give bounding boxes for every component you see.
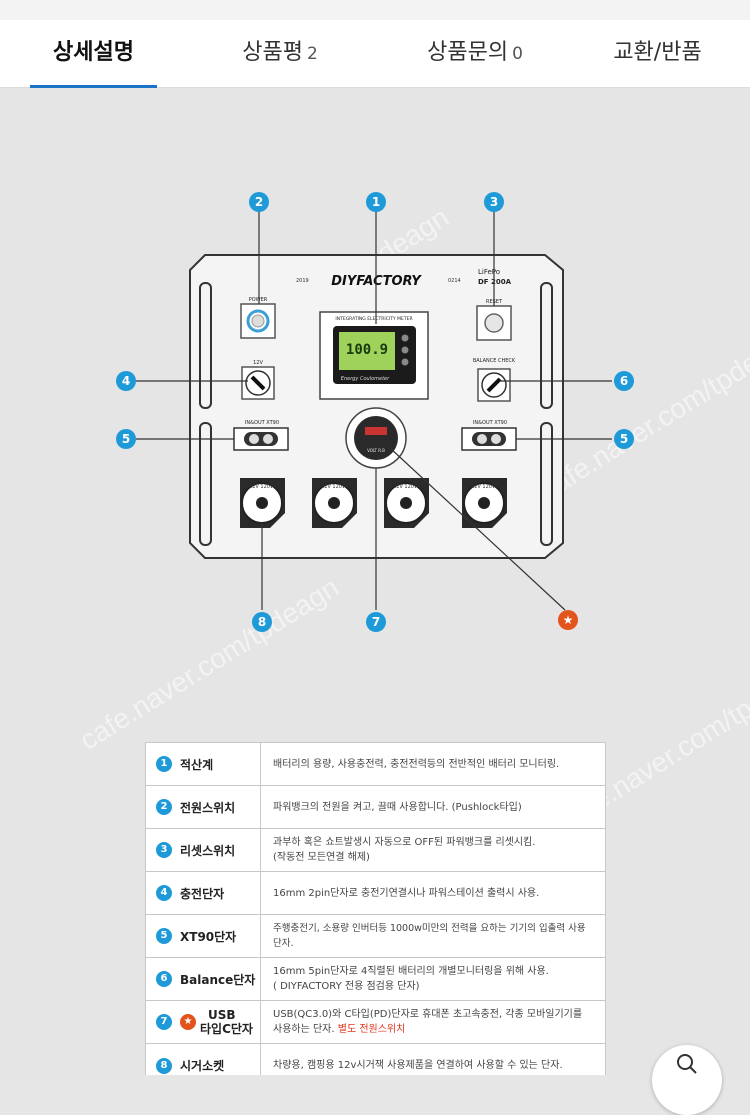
- row-desc: 과부하 혹은 쇼트발생시 자동으로 OFF된 파워뱅크를 리셋시킴.: [273, 837, 536, 848]
- product-detail-content: cafe.naver.com/tpdeagn cafe.naver.com/tp…: [0, 88, 750, 1075]
- row-number: 7: [156, 1014, 172, 1030]
- reviews-count: 2: [306, 44, 318, 64]
- socket-3: 12V 120W: [384, 478, 429, 528]
- socket-2: 12V 120W: [312, 478, 357, 528]
- active-tab-indicator: [30, 85, 157, 88]
- callout-7: 7: [366, 612, 386, 632]
- callout-4: 4: [116, 371, 136, 391]
- balance-label: BALANCE CHECK: [473, 358, 516, 364]
- callout-3: 3: [484, 192, 504, 212]
- tab-exchange-label: 교환/반품: [613, 40, 702, 65]
- power-label: POWER: [249, 297, 268, 303]
- row-desc-note: 사용하는 단자.: [273, 1024, 335, 1035]
- svg-text:12V 120W: 12V 120W: [249, 484, 275, 490]
- meter-brand: Energy Coulometer: [341, 376, 390, 382]
- brand-logo: DIYFACTORY: [331, 274, 422, 289]
- row-name: 충전단자: [180, 886, 225, 901]
- socket-4: 12V 120W: [462, 478, 507, 528]
- row-desc: USB(QC3.0)와 C타입(PD)단자로 휴대폰 초고속충전, 각종 모바일…: [273, 1009, 583, 1020]
- table-row: 8 시거소켓 차량용, 캠핑용 12v시거잭 사용제품을 연결하여 사용할 수 있…: [146, 1044, 605, 1075]
- row-name: 시거소켓: [180, 1059, 225, 1073]
- table-row: 5 XT90단자 주행충전기, 소용량 인버터등 1000w미만의 전력을 요하는…: [146, 915, 605, 958]
- table-row: 2 전원스위치 파워뱅크의 전원을 켜고, 끌때 사용합니다. (Pushlock…: [146, 786, 605, 829]
- tab-reviews-label: 상품평: [242, 40, 303, 65]
- row-number: 6: [156, 971, 172, 987]
- table-row: 3 리셋스위치 과부하 혹은 쇼트발생시 자동으로 OFF된 파워뱅크를 리셋시킴…: [146, 829, 605, 872]
- row-name: Balance단자: [180, 972, 256, 987]
- row-desc-note: (작동전 모든연결 해제): [273, 852, 370, 863]
- star-icon: ★: [180, 1014, 196, 1030]
- row-name: 전원스위치: [180, 800, 236, 815]
- callout-star: ★: [558, 610, 578, 630]
- socket-1: 12V 120W: [240, 478, 285, 528]
- callout-6: 6: [614, 371, 634, 391]
- row-desc: 16mm 5pin단자로 4직렬된 배터리의 개별모니터링을 위해 사용.: [273, 966, 549, 977]
- row-name-line2: 타입C단자: [200, 1022, 253, 1036]
- small-left-text: 2019: [296, 278, 309, 284]
- tab-detail[interactable]: 상세설명: [30, 20, 157, 88]
- power-bank-diagram: DIYFACTORY 2019 0214 LiFePo DF 200A POWE…: [136, 210, 612, 611]
- status-bar: [0, 0, 750, 20]
- tab-inquiry-label: 상품문의: [427, 40, 509, 65]
- callout-8: 8: [252, 612, 272, 632]
- svg-text:12V 120W: 12V 120W: [321, 484, 347, 490]
- table-row: 1 적산계 배터리의 용량, 사용충전력, 충전전력등의 전반적인 배터리 모니터…: [146, 743, 605, 786]
- row-name: 적산계: [180, 757, 214, 772]
- row-number: 1: [156, 756, 172, 772]
- callout-1: 1: [366, 192, 386, 212]
- row-desc: 차량용, 캠핑용 12v시거잭 사용제품을 연결하여 사용할 수 있는 단자.: [273, 1060, 563, 1071]
- xt90-left-label: IN&OUT XT90: [245, 420, 279, 426]
- callout-5-right: 5: [614, 429, 634, 449]
- xt90-right-label: IN&OUT XT90: [473, 420, 507, 426]
- row-desc-highlight: 별도 전원스위치: [337, 1024, 406, 1035]
- svg-text:12V 120W: 12V 120W: [471, 484, 497, 490]
- row-name: XT90단자: [180, 929, 237, 944]
- row-number: 4: [156, 885, 172, 901]
- row-desc: 파워뱅크의 전원을 켜고, 끌때 사용합니다. (Pushlock타입): [273, 801, 522, 813]
- svg-text:12V 120W: 12V 120W: [393, 484, 419, 490]
- row-desc: 배터리의 용량, 사용충전력, 충전전력등의 전반적인 배터리 모니터링.: [273, 758, 560, 770]
- feature-legend-table: 1 적산계 배터리의 용량, 사용충전력, 충전전력등의 전반적인 배터리 모니터…: [145, 742, 606, 1075]
- row-number: 3: [156, 842, 172, 858]
- row-desc: 주행충전기, 소용량 인버터등 1000w미만의 전력을 요하는 기기의 입출력…: [273, 923, 586, 949]
- tab-exchange-return[interactable]: 교환/반품: [590, 20, 725, 88]
- model-line2: DF 200A: [478, 278, 512, 286]
- row-desc: 16mm 2pin단자로 충전기연결시나 파워스테이션 출력시 사용.: [273, 887, 540, 899]
- floating-search-button[interactable]: [652, 1045, 722, 1115]
- tab-detail-label: 상세설명: [53, 40, 134, 65]
- inquiry-count: 0: [512, 44, 523, 64]
- table-row: 6 Balance단자 16mm 5pin단자로 4직렬된 배터리의 개별모니터링…: [146, 958, 605, 1001]
- port-12v-label: 12V: [253, 360, 263, 366]
- meter-title: INTEGRATING ELECTRICITY METER: [335, 316, 412, 322]
- row-number: 2: [156, 799, 172, 815]
- callout-5-left: 5: [116, 429, 136, 449]
- search-icon: [677, 1054, 697, 1074]
- callout-2: 2: [249, 192, 269, 212]
- row-number: 8: [156, 1057, 172, 1074]
- row-name: USB: [208, 1008, 236, 1022]
- row-number: 5: [156, 928, 172, 944]
- model-line1: LiFePo: [478, 268, 500, 276]
- row-desc-note: ( DIYFACTORY 전용 점검용 단자): [273, 981, 420, 992]
- row-name: 리셋스위치: [180, 843, 236, 858]
- table-row: 4 충전단자 16mm 2pin단자로 충전기연결시나 파워스테이션 출력시 사용…: [146, 872, 605, 915]
- small-right-text: 0214: [448, 278, 461, 284]
- usb-label: VOLT R.B: [367, 448, 385, 453]
- meter-reading: 100.9: [346, 342, 388, 358]
